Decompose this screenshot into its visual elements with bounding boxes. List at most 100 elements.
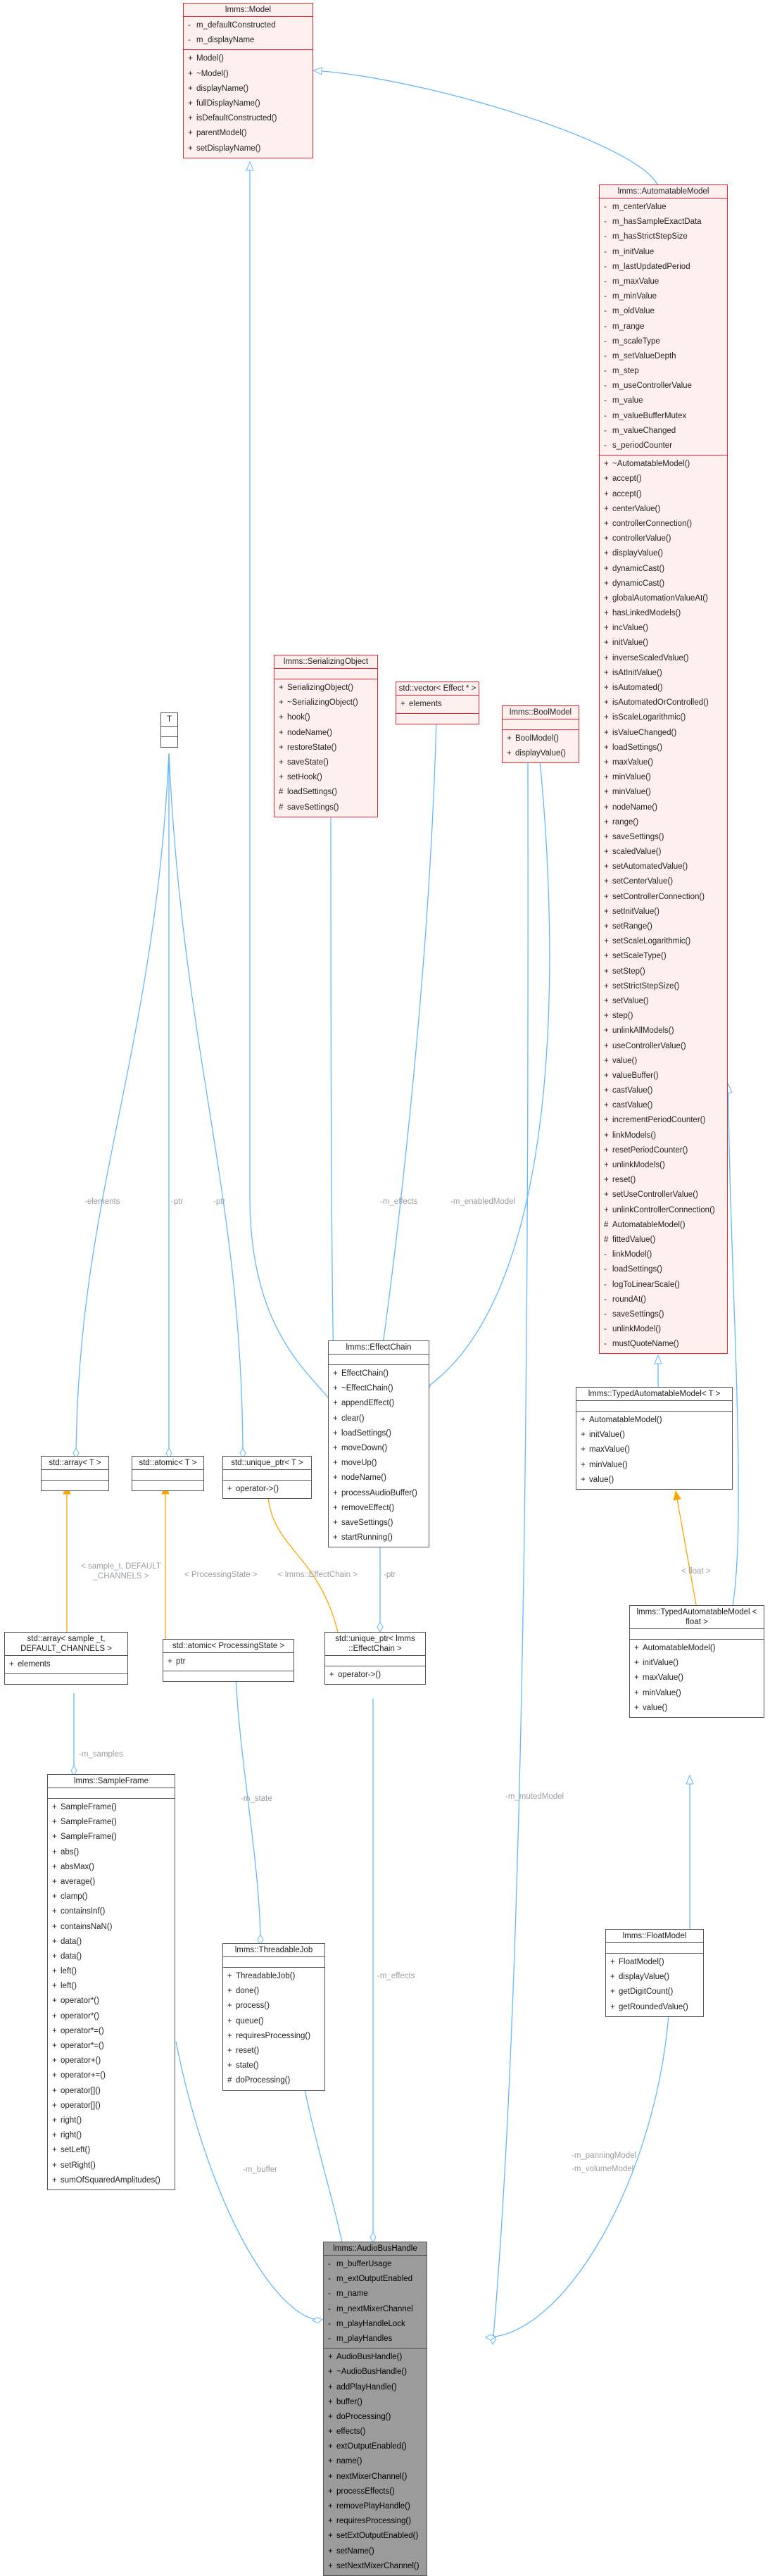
class-vector-effect[interactable]: std::vector< Effect * >+elements xyxy=(396,681,479,725)
operation-row[interactable]: +data() xyxy=(48,1935,175,1949)
operation-row[interactable]: +initValue() xyxy=(576,1428,732,1443)
operation-row[interactable]: +operator*() xyxy=(48,1994,175,2009)
attribute-row[interactable]: -m_playHandleLock xyxy=(324,2317,427,2332)
operation-row[interactable]: +removePlayHandle() xyxy=(324,2499,427,2514)
operation-row[interactable]: +setInitValue() xyxy=(600,905,727,919)
operation-row[interactable]: +~Model() xyxy=(184,67,313,82)
operation-row[interactable]: +operator->() xyxy=(325,1668,425,1683)
operation-row[interactable]: +saveSettings() xyxy=(329,1516,429,1531)
operation-row[interactable]: +restoreState() xyxy=(274,741,377,755)
operation-row[interactable]: +displayValue() xyxy=(600,546,727,561)
operation-row[interactable]: +left() xyxy=(48,1964,175,1979)
operation-row[interactable]: +castValue() xyxy=(600,1083,727,1098)
class-std-array-sample[interactable]: std::array< sample _t, DEFAULT_CHANNELS … xyxy=(4,1632,128,1685)
attribute-row[interactable]: -m_step xyxy=(600,364,727,379)
attribute-row[interactable]: -s_periodCounter xyxy=(600,439,727,453)
attribute-row[interactable]: -m_displayName xyxy=(184,33,313,48)
operation-row[interactable]: +setHook() xyxy=(274,770,377,785)
operation-row[interactable]: +isAutomated() xyxy=(600,681,727,696)
operation-row[interactable]: +scaledValue() xyxy=(600,845,727,860)
attribute-row[interactable]: -m_playHandles xyxy=(324,2332,427,2346)
operation-row[interactable]: +initValue() xyxy=(600,636,727,651)
operation-row[interactable]: +dynamicCast() xyxy=(600,577,727,591)
operation-row[interactable]: +SerializingObject() xyxy=(274,681,377,696)
class-model[interactable]: lmms::Model-m_defaultConstructed-m_displ… xyxy=(183,3,313,158)
operation-row[interactable]: +saveSettings() xyxy=(600,830,727,845)
operation-row[interactable]: +appendEffect() xyxy=(329,1396,429,1411)
operation-row[interactable]: +globalAutomationValueAt() xyxy=(600,591,727,606)
operation-row[interactable]: +value() xyxy=(630,1701,764,1716)
operation-row[interactable]: +operator*=() xyxy=(48,2024,175,2039)
operation-row[interactable]: +operator+() xyxy=(48,2054,175,2068)
operation-row[interactable]: +incValue() xyxy=(600,621,727,636)
attribute-row[interactable]: +elements xyxy=(5,1657,127,1672)
operation-row[interactable]: +removeEffect() xyxy=(329,1501,429,1516)
operation-row[interactable]: +nodeName() xyxy=(329,1471,429,1485)
operation-row[interactable]: +data() xyxy=(48,1949,175,1964)
operation-row[interactable]: +addPlayHandle() xyxy=(324,2380,427,2395)
operation-row[interactable]: +state() xyxy=(223,2059,324,2073)
operation-row[interactable]: +EffectChain() xyxy=(329,1366,429,1381)
operation-row[interactable]: -saveSettings() xyxy=(600,1307,727,1322)
operation-row[interactable]: -mustQuoteName() xyxy=(600,1337,727,1352)
attribute-row[interactable]: -m_centerValue xyxy=(600,200,727,215)
operation-row[interactable]: +maxValue() xyxy=(600,755,727,770)
attribute-row[interactable]: -m_extOutputEnabled xyxy=(324,2272,427,2287)
operation-row[interactable]: -roundAt() xyxy=(600,1293,727,1307)
class-sample-frame[interactable]: lmms::SampleFrame+SampleFrame()+SampleFr… xyxy=(47,1774,175,2190)
operation-row[interactable]: +SampleFrame() xyxy=(48,1815,175,1830)
operation-row[interactable]: +nextMixerChannel() xyxy=(324,2470,427,2484)
operation-row[interactable]: +step() xyxy=(600,1009,727,1024)
attribute-row[interactable]: +ptr xyxy=(163,1654,294,1669)
operation-row[interactable]: +clear() xyxy=(329,1412,429,1426)
operation-row[interactable]: +FloatModel() xyxy=(606,1955,703,1970)
operation-row[interactable]: +effects() xyxy=(324,2425,427,2439)
attribute-row[interactable]: -m_valueChanged xyxy=(600,424,727,439)
operation-row[interactable]: +setStep() xyxy=(600,965,727,979)
operation-row[interactable]: +SampleFrame() xyxy=(48,1800,175,1815)
operation-row[interactable]: +containsNaN() xyxy=(48,1920,175,1935)
attribute-row[interactable]: -m_range xyxy=(600,320,727,334)
operation-row[interactable]: +valueBuffer() xyxy=(600,1069,727,1083)
class-typed-automatable-model-t[interactable]: lmms::TypedAutomatableModel< T >+Automat… xyxy=(576,1387,733,1490)
operation-row[interactable]: +controllerValue() xyxy=(600,532,727,546)
operation-row[interactable]: +AutomatableModel() xyxy=(630,1641,764,1656)
attribute-row[interactable]: -m_useControllerValue xyxy=(600,379,727,394)
operation-row[interactable]: +displayValue() xyxy=(606,1970,703,1985)
operation-row[interactable]: +operator[]() xyxy=(48,2084,175,2099)
operation-row[interactable]: #loadSettings() xyxy=(274,785,377,800)
operation-row[interactable]: +value() xyxy=(600,1054,727,1069)
operation-row[interactable]: +range() xyxy=(600,815,727,830)
operation-row[interactable]: +requiresProcessing() xyxy=(223,2029,324,2044)
operation-row[interactable]: +AudioBusHandle() xyxy=(324,2350,427,2365)
class-std-unique-ptr-t[interactable]: std::unique_ptr< T >+operator->() xyxy=(222,1456,312,1500)
operation-row[interactable]: +useControllerValue() xyxy=(600,1039,727,1054)
operation-row[interactable]: #AutomatableModel() xyxy=(600,1218,727,1233)
operation-row[interactable]: +setName() xyxy=(324,2544,427,2559)
operation-row[interactable]: +processAudioBuffer() xyxy=(329,1486,429,1501)
operation-row[interactable]: +setExtOutputEnabled() xyxy=(324,2529,427,2544)
operation-row[interactable]: +setCenterValue() xyxy=(600,874,727,889)
operation-row[interactable]: -logToLinearScale() xyxy=(600,1278,727,1293)
attribute-row[interactable]: -m_defaultConstructed xyxy=(184,18,313,33)
operation-row[interactable]: +Model() xyxy=(184,51,313,66)
attribute-row[interactable]: -m_hasSampleExactData xyxy=(600,215,727,230)
operation-row[interactable]: +operator*=() xyxy=(48,2039,175,2054)
operation-row[interactable]: +maxValue() xyxy=(630,1671,764,1685)
operation-row[interactable]: +right() xyxy=(48,2113,175,2128)
operation-row[interactable]: +nodeName() xyxy=(274,726,377,741)
operation-row[interactable]: +isDefaultConstructed() xyxy=(184,111,313,126)
operation-row[interactable]: +accept() xyxy=(600,487,727,502)
operation-row[interactable]: +minValue() xyxy=(600,785,727,800)
class-serializing-object[interactable]: lmms::SerializingObject+SerializingObjec… xyxy=(274,655,378,817)
operation-row[interactable]: +parentModel() xyxy=(184,126,313,141)
operation-row[interactable]: +absMax() xyxy=(48,1860,175,1875)
operation-row[interactable]: +~EffectChain() xyxy=(329,1381,429,1396)
operation-row[interactable]: #saveSettings() xyxy=(274,800,377,815)
class-threadable-job[interactable]: lmms::ThreadableJob+ThreadableJob()+done… xyxy=(222,1943,325,2091)
attribute-row[interactable]: -m_nextMixerChannel xyxy=(324,2302,427,2317)
operation-row[interactable]: #doProcessing() xyxy=(223,2073,324,2088)
operation-row[interactable]: +maxValue() xyxy=(576,1443,732,1457)
operation-row[interactable]: +containsInf() xyxy=(48,1904,175,1919)
operation-row[interactable]: +name() xyxy=(324,2454,427,2469)
